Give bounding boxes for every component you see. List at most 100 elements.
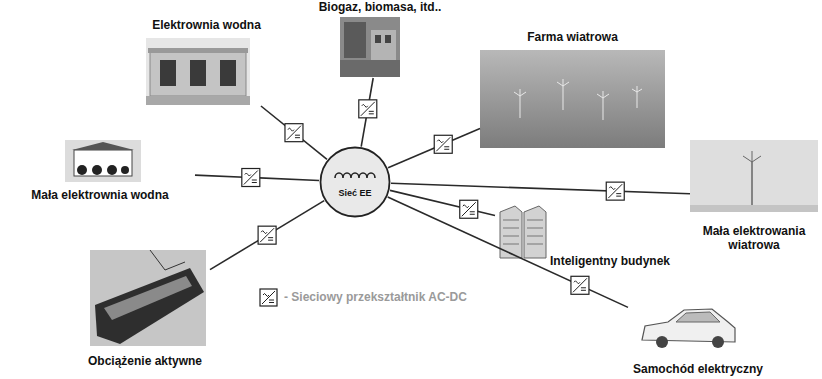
ac-wave [263,294,269,297]
node-label: Obciążenie aktywne [80,354,210,368]
dam-crest [148,48,248,53]
tram-windows [104,276,192,320]
symbol-diagonal [262,291,275,304]
dc-lines [470,212,475,215]
dc-lines [252,180,257,183]
ac-wave [288,128,294,131]
small-hydro-picture [65,140,141,182]
picture-ground [65,140,141,182]
connector-line [261,106,327,159]
dc-lines [295,135,300,138]
energy-consumer: Obciążenie aktywne [80,250,210,368]
picture-ground [690,140,818,212]
dam-body [150,52,246,96]
converter-symbol [460,200,478,218]
node-label: Biogaz, biomasa, itd.. [305,0,455,14]
symbol-box [606,182,624,200]
converter-symbol [571,276,589,294]
dam-gate [160,60,176,86]
dc-lines [581,288,586,291]
node-label: Mała elektrowania wiatrowa [690,224,818,252]
symbol-box [242,169,260,187]
building [524,206,546,258]
windows [503,220,543,244]
window [385,35,391,43]
converter-symbol [434,135,452,153]
smart-building-picture [500,206,546,258]
building [74,150,132,176]
outlet [77,165,87,175]
connector-line [391,183,690,193]
building-part [371,30,396,60]
outlet [121,166,129,174]
hydro-plant-picture [146,38,250,105]
picture-ground [480,50,665,148]
building-base [340,60,400,77]
node-label: Samochód elektryczny [628,362,768,376]
symbol-box [285,124,303,142]
pantograph [150,250,185,270]
coil-symbol [335,173,375,178]
connector-line [388,129,480,168]
symbol-diagonal [436,137,450,151]
node-label: Elektrownia wodna [145,18,268,32]
symbol-diagonal [462,202,476,216]
tram-picture [90,250,206,346]
grid-hub: Sieć EE [319,146,391,218]
tower [751,162,753,210]
converter-symbol [260,289,277,306]
converter-symbol [606,182,624,200]
ground [690,205,818,212]
ac-wave [463,205,469,208]
turbine [632,86,642,108]
wind-farm-picture [480,50,665,148]
dam-gate [220,60,236,86]
energy-source: Elektrownia wodna [145,18,268,106]
symbol-diagonal [287,126,301,140]
symbol-box [571,276,589,294]
picture-ground [90,250,206,346]
outlet [92,165,102,175]
ac-wave [574,281,580,284]
dc-lines [268,238,273,241]
energy-consumer: Samochód elektryczny [628,303,768,376]
water [146,96,250,105]
car-picture [642,309,735,348]
picture-ground [146,38,250,105]
dc-lines [369,111,374,114]
energy-source: Mała elektrownia wodna [5,140,195,202]
turbine [514,89,526,118]
blades [743,151,761,162]
biogas-plant-picture [340,17,400,77]
ac-wave [245,173,251,176]
legend-text: - Sieciowy przekształtnik AC-DC [284,290,467,304]
converter-symbol [258,226,276,244]
hub-outline [319,146,391,218]
ac-wave [261,231,267,234]
symbol-diagonal [361,102,375,116]
ac-wave [437,140,443,143]
node-label: Mała elektrownia wodna [5,188,195,202]
hub-circle [321,148,390,217]
window [375,35,381,43]
ac-wave [362,104,368,107]
dc-lines [616,194,621,197]
connector-line [210,201,324,270]
dc-lines [444,147,449,150]
dam-gate [190,60,206,86]
energy-source: Biogaz, biomasa, itd.. [305,0,455,78]
symbol-box [260,289,277,306]
converter-symbol [285,124,303,142]
energy-source: Mała elektrowania wiatrowa [690,140,818,252]
turbine [557,79,569,110]
small-wind-picture [690,140,818,212]
tram-body [95,268,204,344]
turbine [597,91,609,120]
ac-wave [609,187,615,190]
symbol-box [258,226,276,244]
symbol-box [359,100,377,118]
connector-line [390,190,495,215]
picture-ground [340,17,400,77]
